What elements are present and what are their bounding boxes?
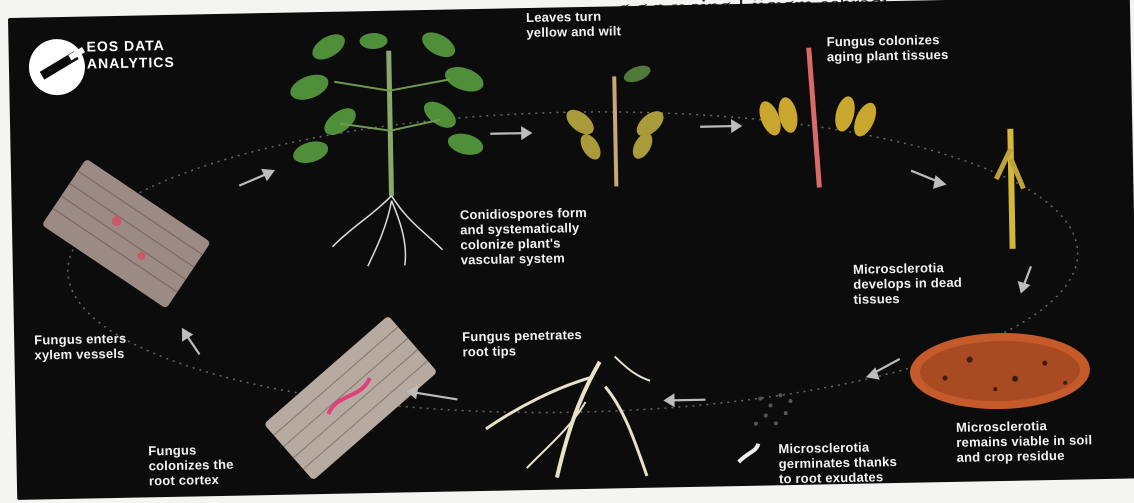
- label-enters-xylem: Fungus enters xylem vessels: [34, 331, 127, 363]
- roots-icon: [485, 356, 652, 479]
- root-cortex-icon: [264, 315, 438, 480]
- label-microsclerotia-develops: Microsclerotia develops in dead tissues: [853, 260, 963, 307]
- spores-icon: [753, 393, 793, 426]
- arrow-icon: [868, 359, 900, 379]
- wilting-plant-icon: [561, 62, 669, 187]
- arrow-icon: [665, 395, 705, 406]
- label-penetrates-root: Fungus penetrates root tips: [462, 327, 582, 359]
- arrow-icon: [408, 386, 457, 400]
- brand-name: EOS DATA ANALYTICS: [86, 37, 174, 73]
- soil-icon: [909, 331, 1090, 410]
- label-microsclerotia-viable: Microsclerotia remains viable in soil an…: [956, 417, 1093, 465]
- label-colonizes-cortex: Fungus colonizes the root cortex: [148, 442, 234, 489]
- label-conidiospores: Conidiospores form and systematically co…: [460, 205, 588, 267]
- arrow-icon: [911, 170, 944, 188]
- dead-stalk-icon: [995, 129, 1024, 249]
- arrow-icon: [183, 329, 199, 354]
- lifecycle-diagram: EOS DATA ANALYTICS Leaves turn yellow an…: [8, 0, 1134, 500]
- root-tip-icon: [738, 444, 758, 462]
- label-germinates: Microsclerotia germinates thanks to root…: [778, 439, 897, 486]
- arrow-icon: [1019, 266, 1031, 291]
- eos-logo-icon: [28, 39, 85, 96]
- label-leaves-wilt: Leaves turn yellow and wilt: [526, 8, 621, 40]
- label-colonizes-aging: Fungus colonizes aging plant tissues: [826, 32, 948, 64]
- infected-plant-icon: [754, 46, 882, 188]
- xylem-vessels-icon: [42, 159, 211, 309]
- arrow-icon: [239, 170, 273, 186]
- arrow-icon: [700, 121, 740, 132]
- arrow-icon: [490, 128, 530, 139]
